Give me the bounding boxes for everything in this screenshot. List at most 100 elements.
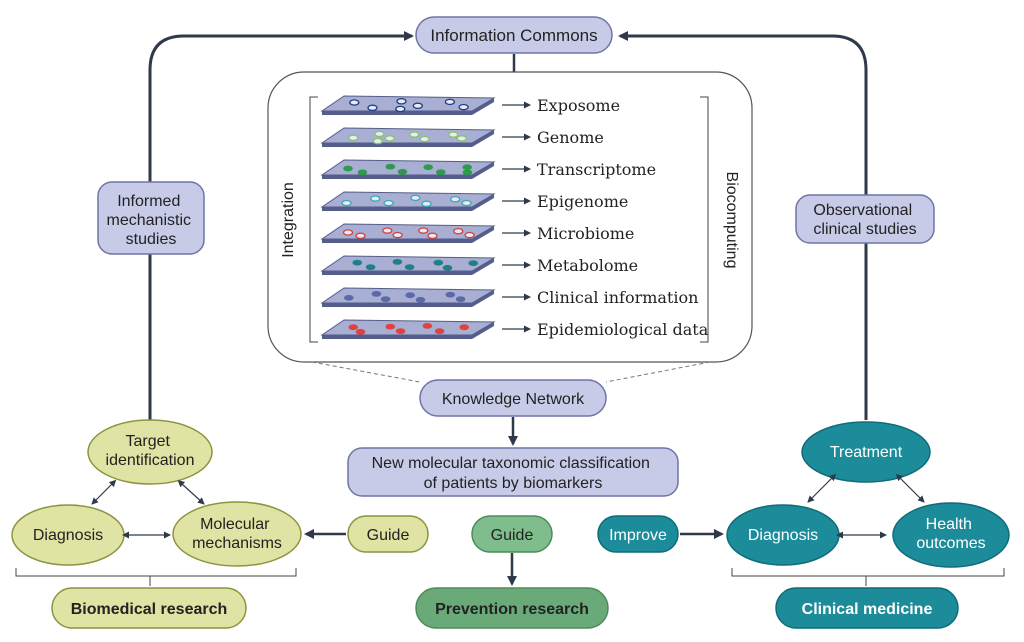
integration-bracket [309, 96, 318, 343]
prevention-research-box [415, 587, 609, 629]
guide-center-box [471, 515, 553, 553]
layer-dot [343, 294, 354, 301]
layer-dot [396, 98, 407, 105]
layer-plate [320, 127, 496, 144]
svg-text:Observational clinical stu: Observational clinical studies [813, 202, 916, 238]
diagnosis-left-label: Diagnosis [33, 527, 103, 544]
taxonomy-line-1: New molecular taxonomic classification [372, 455, 650, 472]
svg-text:Target identification: Target identification [106, 433, 195, 469]
layer-edge [322, 98, 494, 115]
omics-layer: Metabolome [320, 255, 638, 275]
guide-left-label: Guide [367, 527, 410, 544]
layer-dot [458, 103, 469, 111]
layer-dot [433, 259, 444, 266]
layer-edge [322, 194, 494, 211]
layer-dot [395, 328, 406, 334]
layer-dot [444, 98, 456, 106]
layer-dot [367, 104, 378, 112]
health-line-2: outcomes [916, 535, 985, 552]
layer-dot [450, 195, 461, 203]
biomedical-research-label: Biomedical research [71, 601, 228, 618]
omics-layer: Epidemiological data [320, 319, 709, 339]
layer-label: Microbiome [537, 224, 634, 243]
layer-dot [412, 102, 423, 110]
target-molecular-arrow [177, 479, 205, 505]
omics-layer: Genome [320, 127, 604, 147]
observational-box [795, 194, 935, 244]
layer-dot [349, 99, 360, 106]
svg-text:Molecular mechanisms: Molecular mechanisms [192, 516, 282, 552]
layer-dot [355, 328, 366, 335]
layer-dot [419, 135, 430, 143]
layer-label: Exposome [537, 96, 620, 115]
layer-dot [434, 328, 445, 334]
svg-text:New molecular taxonomic classi: New molecular taxonomic classification o… [372, 455, 655, 492]
layer-dot [395, 105, 406, 113]
right-bottom-bracket [731, 568, 1005, 586]
layer-dot [421, 200, 432, 208]
knowledge-network-label: Knowledge Network [442, 391, 585, 408]
layer-dot [382, 227, 393, 234]
right-loop-arrow [618, 31, 868, 420]
treatment-node [801, 421, 931, 483]
layer-dot [435, 169, 446, 175]
health-line-1: Health [926, 516, 972, 533]
omics-layer: Exposome [320, 95, 620, 115]
observational-line-1: Observational [813, 202, 912, 219]
layer-label: Epigenome [537, 192, 628, 211]
clinical-medicine-box [775, 587, 959, 629]
dash-right [605, 361, 711, 383]
taxonomy-box [347, 447, 679, 497]
clinical-medicine-label: Clinical medicine [802, 601, 933, 618]
layer-edge [322, 290, 494, 307]
layer-dot [415, 296, 426, 303]
layer-edge [322, 258, 494, 275]
layer-dot [448, 131, 459, 138]
target-line-2: identification [106, 452, 195, 469]
diagnosis-right-label: Diagnosis [748, 527, 818, 544]
layer-dot [427, 232, 438, 240]
layer-dot [459, 324, 470, 331]
layer-dot [348, 134, 359, 142]
treatment-label: Treatment [830, 444, 903, 461]
informed-mechanistic-box [97, 181, 205, 255]
layer-dot [341, 199, 352, 207]
layer-plate [320, 191, 496, 208]
improve-label: Improve [609, 527, 667, 544]
left-bottom-bracket [15, 568, 297, 586]
taxonomy-line-2: of patients by biomarkers [424, 475, 603, 492]
dash-left [311, 361, 421, 383]
omics-layer: Epigenome [320, 191, 628, 211]
layer-dot [380, 296, 391, 302]
information-commons-label: Information Commons [430, 26, 597, 45]
left-loop-arrow [148, 31, 414, 420]
omics-layers: ExposomeGenomeTranscriptomeEpigenomeMicr… [320, 95, 709, 339]
layer-dot [352, 259, 363, 266]
informed-mechanistic-line-3: studies [126, 231, 177, 248]
target-diagnosis-arrow [91, 479, 117, 505]
layer-dot [357, 169, 368, 176]
layer-dot [442, 264, 453, 271]
omics-layer: Microbiome [320, 223, 634, 243]
layer-edge [322, 322, 494, 339]
layer-dot [397, 168, 408, 175]
informed-mechanistic-line-1: Informed [117, 193, 180, 210]
layer-edge [322, 226, 494, 243]
layer-dot [423, 164, 434, 171]
target-identification-node [87, 419, 213, 485]
layer-dot [456, 135, 467, 142]
layer-dot [370, 195, 381, 202]
omics-layer: Clinical information [320, 287, 698, 307]
layer-dot [453, 227, 464, 235]
layer-label: Epidemiological data [537, 320, 709, 339]
layer-dot [410, 194, 421, 202]
observational-line-2: clinical studies [813, 221, 916, 238]
layer-dot [383, 199, 394, 207]
layer-dot [462, 169, 473, 176]
layer-dot [348, 324, 359, 331]
layer-dot [355, 232, 366, 240]
layer-dot [372, 137, 383, 145]
layer-dot [468, 260, 479, 267]
layer-dot [418, 227, 429, 234]
layer-dot [365, 264, 376, 270]
